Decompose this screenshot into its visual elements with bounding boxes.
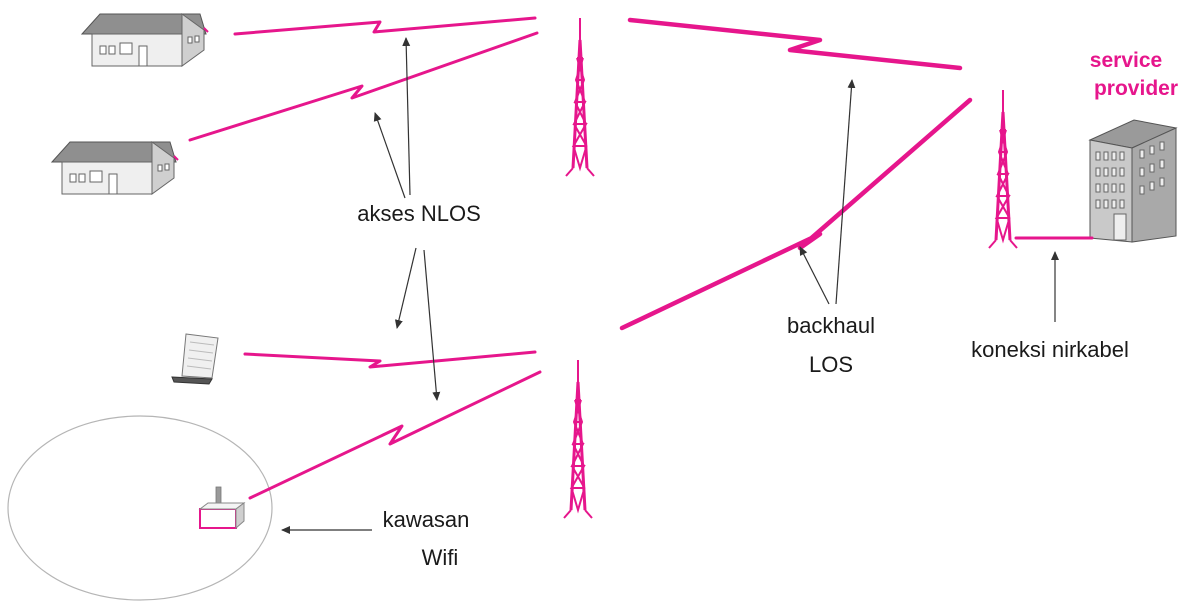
wifi-area-ellipse xyxy=(7,415,273,601)
radio-tower-icon xyxy=(562,358,594,520)
nlos-arrow xyxy=(423,249,441,401)
access-link-line xyxy=(248,370,542,500)
access-link-line xyxy=(188,31,539,142)
access-link-line xyxy=(243,350,537,369)
wifi-area-label-wifi: Wifi xyxy=(422,545,459,570)
nlos-arrow xyxy=(373,112,406,199)
backhaul-arrow xyxy=(835,79,856,305)
backhaul-link-line xyxy=(619,97,973,331)
laptop-icon xyxy=(171,333,219,385)
house-icon xyxy=(51,141,179,195)
backhaul-label-los: LOS xyxy=(809,352,853,377)
backhaul-label: backhaul xyxy=(787,313,875,338)
backhaul-arrow xyxy=(799,246,830,305)
access-link-line xyxy=(233,16,537,36)
wifi-area-label: kawasan xyxy=(383,507,470,532)
radio-tower-icon xyxy=(564,16,596,178)
office-building-icon xyxy=(1088,119,1178,243)
radio-tower-icon xyxy=(987,88,1019,250)
nlos-arrow xyxy=(394,247,417,329)
wireless-connection-label: koneksi nirkabel xyxy=(971,337,1129,362)
service-provider-label-provider: provider xyxy=(1094,77,1178,100)
house-icon xyxy=(81,13,209,67)
nlos-access-label: akses NLOS xyxy=(357,201,481,226)
wifi-router-icon xyxy=(198,486,246,530)
nlos-arrow xyxy=(402,37,411,196)
backhaul-link-line xyxy=(627,17,963,71)
service-provider-label: service xyxy=(1090,49,1162,72)
